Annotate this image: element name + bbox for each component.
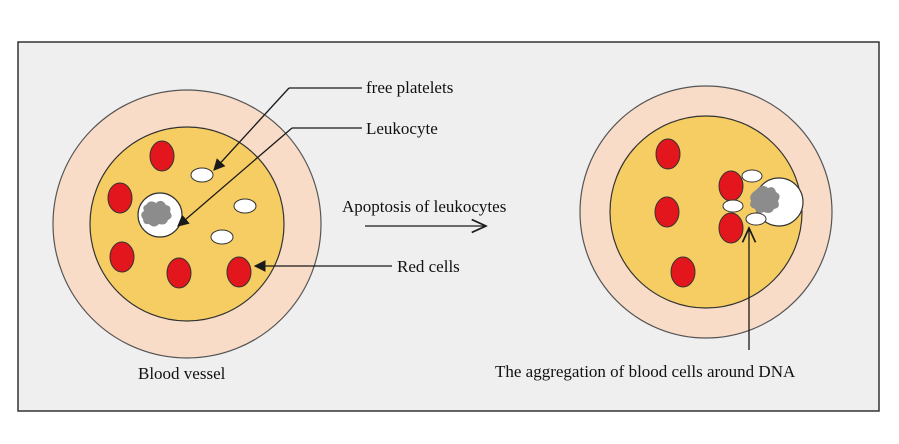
- red-cells-label: Red cells: [397, 257, 460, 276]
- platelet: [741, 169, 763, 183]
- red-cell: [670, 256, 696, 288]
- platelet: [190, 167, 214, 183]
- leukocyte-pointer-arrow: [177, 127, 293, 227]
- platelet: [722, 199, 744, 213]
- apoptosis-label: Apoptosis of leukocytes: [342, 197, 507, 216]
- red-cell: [107, 182, 133, 214]
- platelet: [210, 229, 234, 245]
- red-cell: [718, 212, 744, 244]
- blood-vessel-label: Blood vessel: [138, 364, 226, 383]
- free-platelets-pointer-arrow: [213, 87, 290, 171]
- platelet: [745, 212, 767, 226]
- right-vessel-lumen: [609, 115, 803, 309]
- red-cell: [226, 256, 252, 288]
- right-vessel: [579, 85, 833, 339]
- free-platelets-label: free platelets: [366, 78, 454, 97]
- leukocyte-label: Leukocyte: [366, 119, 438, 138]
- leukocyte-nucleus: [141, 200, 172, 227]
- red-cell: [149, 140, 175, 172]
- red-cell: [718, 170, 744, 202]
- platelet: [233, 198, 257, 214]
- dna-aggregate: [750, 185, 780, 213]
- red-cell: [109, 241, 135, 273]
- left-vessel-lumen: [89, 126, 285, 322]
- red-cell: [654, 196, 680, 228]
- red-cell: [166, 257, 192, 289]
- aggregation-label: The aggregation of blood cells around DN…: [495, 362, 796, 381]
- red-cell: [655, 138, 681, 170]
- left-vessel: [52, 89, 322, 359]
